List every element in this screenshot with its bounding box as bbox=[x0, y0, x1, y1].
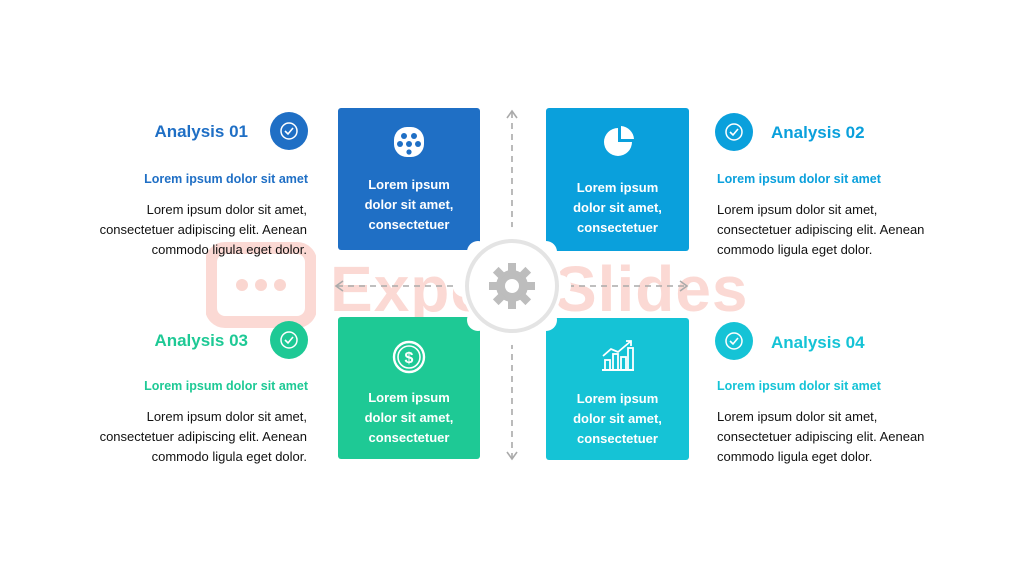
dollar-icon: $ bbox=[392, 340, 426, 374]
box-4-line-1: Lorem ipsum bbox=[576, 391, 659, 406]
watermark-logo bbox=[205, 240, 317, 330]
box-1-line-2: dolor sit amet, bbox=[364, 197, 454, 212]
pie-chart-icon bbox=[603, 126, 634, 156]
quadrant-box-2: Lorem ipsum dolor sit amet, consectetuer bbox=[546, 108, 689, 251]
svg-text:$: $ bbox=[405, 350, 414, 367]
check-icon bbox=[270, 321, 308, 359]
quadrant-box-4: Lorem ipsum dolor sit amet, consectetuer bbox=[546, 318, 689, 460]
box-4-line-2: dolor sit amet, bbox=[573, 411, 662, 426]
check-icon bbox=[715, 113, 753, 151]
dots-icon bbox=[394, 127, 424, 157]
analysis-04-body: Lorem ipsum dolor sit amet, consectetuer… bbox=[717, 409, 925, 464]
box-1-line-3: consectetuer bbox=[368, 217, 450, 232]
box-3-line-2: dolor sit amet, bbox=[364, 410, 454, 425]
box-2-line-2: dolor sit amet, bbox=[573, 200, 662, 215]
quadrant-box-1: Lorem ipsum dolor sit amet, consectetuer bbox=[338, 108, 480, 250]
check-icon bbox=[270, 112, 308, 150]
box-3-line-1: Lorem ipsum bbox=[368, 390, 450, 405]
box-3-line-3: consectetuer bbox=[368, 430, 450, 445]
analysis-02-subtitle: Lorem ipsum dolor sit amet bbox=[717, 172, 881, 186]
analysis-02-body: Lorem ipsum dolor sit amet, consectetuer… bbox=[717, 202, 925, 257]
analysis-01-title: Analysis 01 bbox=[154, 122, 248, 141]
analysis-03-subtitle: Lorem ipsum dolor sit amet bbox=[144, 379, 308, 393]
box-2-line-1: Lorem ipsum bbox=[576, 180, 659, 195]
quadrant-box-3: $ Lorem ipsum dolor sit amet, consectetu… bbox=[338, 317, 480, 459]
box-2-line-3: consectetuer bbox=[577, 220, 658, 235]
analysis-04-subtitle: Lorem ipsum dolor sit amet bbox=[717, 379, 881, 393]
check-icon bbox=[715, 322, 753, 360]
box-1-line-1: Lorem ipsum bbox=[368, 177, 450, 192]
box-4-line-3: consectetuer bbox=[577, 431, 658, 446]
growth-chart-icon bbox=[601, 340, 634, 371]
analysis-03-body: Lorem ipsum dolor sit amet, consectetuer… bbox=[99, 409, 307, 464]
analysis-02-title: Analysis 02 bbox=[771, 123, 865, 142]
analysis-04-title: Analysis 04 bbox=[771, 333, 865, 352]
analysis-03-title: Analysis 03 bbox=[154, 331, 248, 350]
analysis-01-body: Lorem ipsum dolor sit amet, consectetuer… bbox=[99, 202, 307, 257]
analysis-01-subtitle: Lorem ipsum dolor sit amet bbox=[144, 172, 308, 186]
center-gear bbox=[453, 227, 571, 345]
